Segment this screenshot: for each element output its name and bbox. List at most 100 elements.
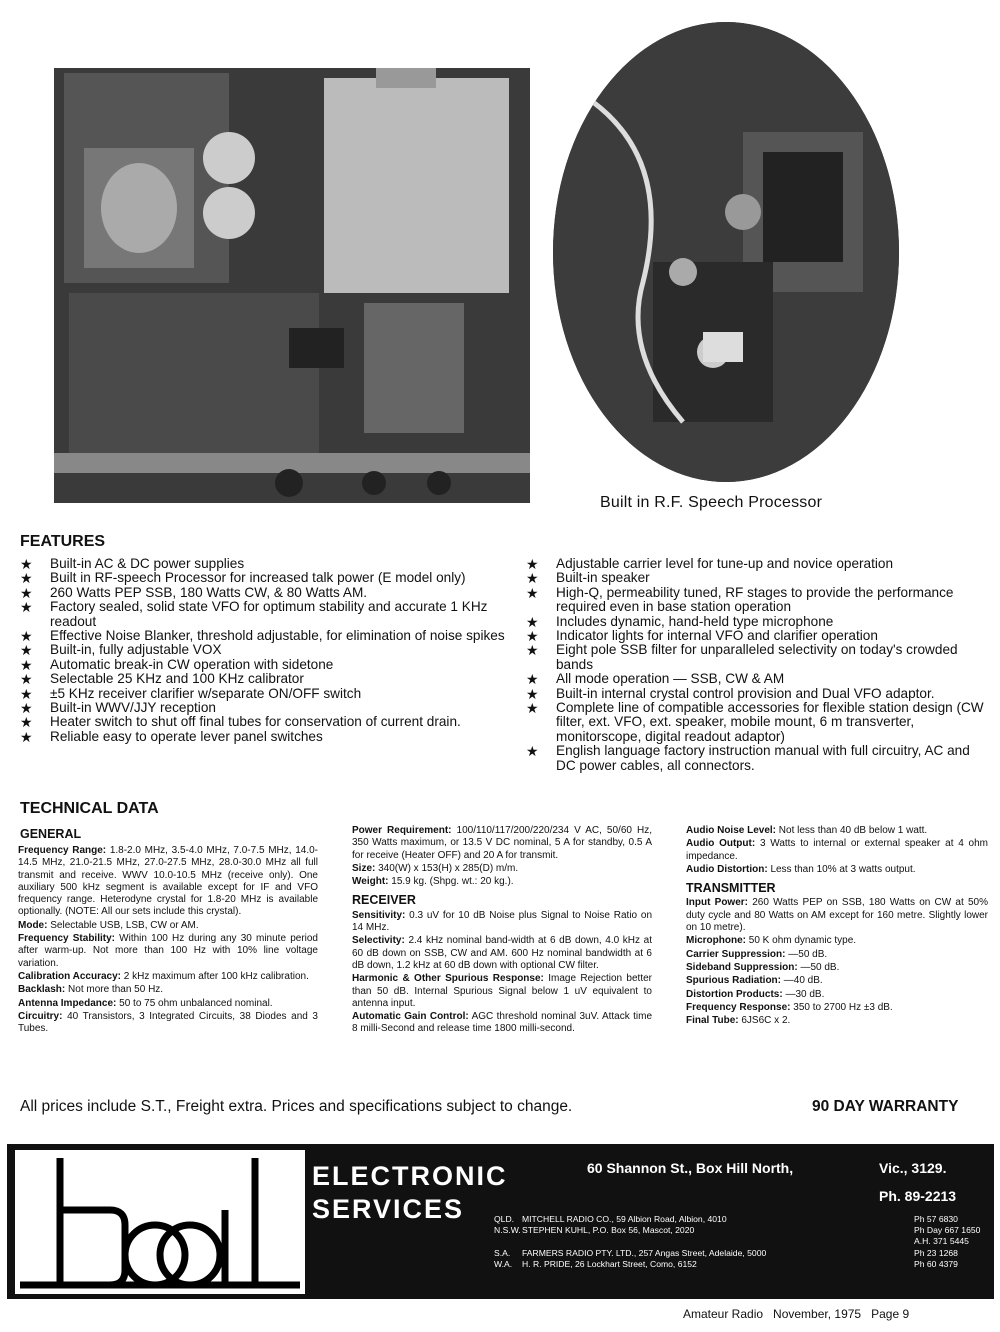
spec-item: Size: 340(W) x 153(H) x 285(D) m/m.: [352, 863, 652, 875]
feature-text: Automatic break-in CW operation with sid…: [50, 656, 334, 672]
agent-details: STEPHEN KUHL, P.O. Box 56, Mascot, 2020: [522, 1225, 695, 1236]
spec-item: Audio Noise Level: Not less than 40 dB b…: [686, 825, 988, 837]
star-bullet-icon: ★: [20, 685, 33, 702]
agent-row: QLD.MITCHELL RADIO CO., 59 Albion Road, …: [494, 1214, 984, 1225]
agents-list: QLD.MITCHELL RADIO CO., 59 Albion Road, …: [494, 1214, 984, 1270]
general-specs: Frequency Range: 1.8-2.0 MHz, 3.5-4.0 MH…: [18, 845, 318, 1036]
star-bullet-icon: ★: [20, 656, 33, 673]
spec-item: Final Tube: 6JS6C x 2.: [686, 1015, 988, 1027]
spec-value: 15.9 kg. (Shpg. wt.: 20 kg.).: [391, 876, 514, 888]
spec-label: Distortion Products:: [686, 988, 783, 1000]
feature-text: All mode operation — SSB, CW & AM: [556, 671, 785, 687]
spec-item: Calibration Accuracy: 2 kHz maximum afte…: [18, 971, 318, 983]
price-notice: All prices include S.T., Freight extra. …: [20, 1098, 573, 1115]
spec-label: Sensitivity:: [352, 909, 406, 921]
technical-data-heading: TECHNICAL DATA: [20, 800, 159, 817]
agent-row: A.H. 371 5445: [494, 1236, 984, 1247]
feature-text: Complete line of compatible accessories …: [556, 700, 984, 744]
spec-item: Mode: Selectable USB, LSB, CW or AM.: [18, 920, 318, 932]
spec-value: AGC threshold nominal 3uV. Attack time 8…: [352, 1011, 653, 1035]
feature-item: ★Includes dynamic, hand-held type microp…: [526, 613, 986, 629]
spec-label: Mode:: [18, 919, 48, 931]
feature-text: 260 Watts PEP SSB, 180 Watts CW, & 80 Wa…: [50, 584, 368, 600]
star-bullet-icon: ★: [20, 584, 33, 601]
spec-value: 260 Watts PEP on SSB, 180 Watts on CW at…: [686, 897, 988, 934]
star-bullet-icon: ★: [20, 599, 33, 616]
spec-value: —50 dB.: [788, 948, 828, 960]
agent-details: H. R. PRIDE, 26 Lockhart Street, Como, 6…: [522, 1258, 697, 1269]
feature-item: ★Built in RF-speech Processor for increa…: [20, 570, 510, 586]
feature-text: Built-in speaker: [556, 570, 650, 586]
spec-label: Circuitry:: [18, 1010, 63, 1022]
spec-label: Weight:: [352, 876, 389, 888]
spec-item: Weight: 15.9 kg. (Shpg. wt.: 20 kg.).: [352, 876, 652, 888]
feature-item: ★Heater switch to shut off final tubes f…: [20, 714, 510, 730]
agent-state: QLD.: [494, 1214, 515, 1224]
agent-phone: Ph 57 6830: [914, 1214, 958, 1224]
star-bullet-icon: ★: [526, 642, 539, 659]
spec-label: Frequency Range:: [18, 845, 107, 856]
agent-phone: Ph Day 667 1650: [914, 1225, 981, 1236]
head-office-state: Vic., 3129.: [879, 1160, 947, 1176]
feature-text: Built in RF-speech Processor for increas…: [50, 570, 466, 586]
feature-text: High-Q, permeability tuned, RF stages to…: [556, 584, 954, 615]
spec-label: Input Power:: [686, 897, 748, 909]
spec-item: Frequency Range: 1.8-2.0 MHz, 3.5-4.0 MH…: [18, 845, 318, 919]
spec-value: Image Rejection better than 50 dB. Inter…: [352, 973, 652, 1009]
spec-label: Calibration Accuracy:: [18, 970, 121, 982]
spec-value: 100/110/117/200/220/234 V AC, 50/60 Hz, …: [352, 825, 652, 861]
feature-item: ★Built-in, fully adjustable VOX: [20, 642, 510, 659]
star-bullet-icon: ★: [526, 556, 539, 572]
warranty-label: 90 DAY WARRANTY: [812, 1098, 959, 1115]
spec-value: 6JS6C x 2.: [741, 1015, 791, 1027]
spec-item: Microphone: 50 K ohm dynamic type.: [686, 935, 988, 947]
star-bullet-icon: ★: [20, 700, 33, 717]
spec-value: 3 Watts to internal or external speaker …: [686, 838, 988, 862]
star-bullet-icon: ★: [526, 685, 539, 702]
feature-text: Includes dynamic, hand-held type microph…: [556, 613, 834, 629]
feature-item: ★Indicator lights for internal VFO and c…: [526, 628, 986, 644]
spec-item: Sensitivity: 0.3 uV for 10 dB Noise plus…: [352, 910, 652, 935]
spec-item: Carrier Suppression: —50 dB.: [686, 949, 988, 961]
feature-item: ★ Automatic break-in CW operation with si…: [20, 656, 510, 673]
spec-label: Carrier Suppression:: [686, 948, 786, 960]
spec-value: Not less than 40 dB below 1 watt.: [778, 825, 928, 836]
feature-text: Indicator lights for internal VFO and cl…: [556, 628, 878, 644]
star-bullet-icon: ★: [526, 671, 539, 688]
feature-text: Eight pole SSB filter for unparalleled s…: [556, 642, 958, 672]
feature-item: ★Reliable easy to operate lever panel sw…: [20, 729, 510, 744]
spec-label: Frequency Response:: [686, 1001, 791, 1013]
feature-item: ★Built-in internal crystal control provi…: [526, 685, 986, 702]
feature-item: ★ 260 Watts PEP SSB, 180 Watts CW, & 80 W…: [20, 584, 510, 601]
feature-item: ★Selectable 25 KHz and 100 KHz calibrato…: [20, 671, 510, 688]
spec-value: 50 to 75 ohm unbalanced nominal.: [119, 997, 273, 1009]
features-left-list: ★Built-in AC & DC power supplies★Built i…: [20, 556, 510, 744]
feature-item: ★Complete line of compatible accessories…: [526, 700, 986, 744]
spec-value: 2 kHz maximum after 100 kHz calibration.: [123, 970, 309, 982]
agent-phone: A.H. 371 5445: [914, 1236, 969, 1247]
spec-label: Harmonic & Other Spurious Response:: [352, 973, 544, 985]
agent-row: S.A.FARMERS RADIO PTY. LTD., 257 Angas S…: [494, 1248, 984, 1259]
spec-item: Distortion Products: —30 dB.: [686, 989, 988, 1001]
spec-label: Power Requirement:: [352, 825, 452, 836]
spec-value: 50 K ohm dynamic type.: [748, 935, 857, 947]
transmitter-heading: TRANSMITTER: [686, 881, 776, 896]
spec-item: Audio Output: 3 Watts to internal or ext…: [686, 838, 988, 863]
spec-value: Less than 10% at 3 watts output.: [770, 863, 916, 875]
spec-label: Final Tube:: [686, 1015, 739, 1027]
star-bullet-icon: ★: [20, 671, 33, 688]
spec-label: Audio Distortion:: [686, 863, 768, 875]
star-bullet-icon: ★: [526, 743, 539, 760]
feature-item: ★ Eight pole SSB filter for unparalleled …: [526, 643, 986, 672]
feature-text: Heater switch to shut off final tubes fo…: [50, 714, 461, 730]
star-bullet-icon: ★: [20, 642, 33, 659]
spec-item: Circuitry: 40 Transistors, 3 Integrated …: [18, 1011, 318, 1036]
agent-row: N.S.W.STEPHEN KUHL, P.O. Box 56, Mascot,…: [494, 1225, 984, 1236]
feature-item: ★Built-in speaker: [526, 570, 986, 586]
photo-caption: Built in R.F. Speech Processor: [600, 494, 823, 511]
spec-value: 40 Transistors, 3 Integrated Circuits, 3…: [18, 1010, 318, 1035]
features-heading: FEATURES: [20, 533, 106, 550]
agent-state: N.S.W.: [494, 1225, 521, 1236]
feature-item: ★Built-in WWV/JJY reception: [20, 700, 510, 717]
receiver-heading: RECEIVER: [352, 893, 416, 908]
